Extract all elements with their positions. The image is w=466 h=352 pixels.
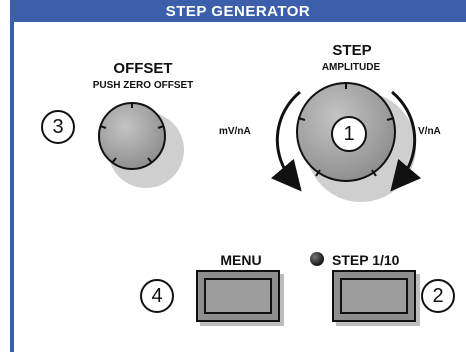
step-amplitude-label: AMPLITUDE — [321, 62, 381, 73]
mv-na-label: mV/nA — [219, 126, 251, 137]
callout-4: 4 — [140, 279, 174, 313]
menu-label: MENU — [220, 252, 262, 268]
callout-1: 1 — [331, 116, 367, 152]
panel-border — [10, 22, 14, 352]
step-1-10-label: STEP 1/10 — [332, 252, 400, 268]
offset-knob[interactable] — [98, 102, 166, 170]
offset-label: OFFSET — [113, 60, 173, 77]
v-na-label: V/nA — [418, 126, 441, 137]
led-indicator — [310, 252, 324, 266]
section-header: STEP GENERATOR — [10, 0, 466, 22]
step-label: STEP — [332, 42, 372, 59]
step-1-10-button-face — [340, 278, 408, 314]
menu-button[interactable] — [196, 270, 280, 322]
callout-3: 3 — [41, 110, 75, 144]
section-title: STEP GENERATOR — [165, 2, 311, 20]
callout-2: 2 — [421, 279, 455, 313]
step-1-10-button[interactable] — [332, 270, 416, 322]
offset-sublabel: PUSH ZERO OFFSET — [92, 80, 194, 91]
menu-button-face — [204, 278, 272, 314]
